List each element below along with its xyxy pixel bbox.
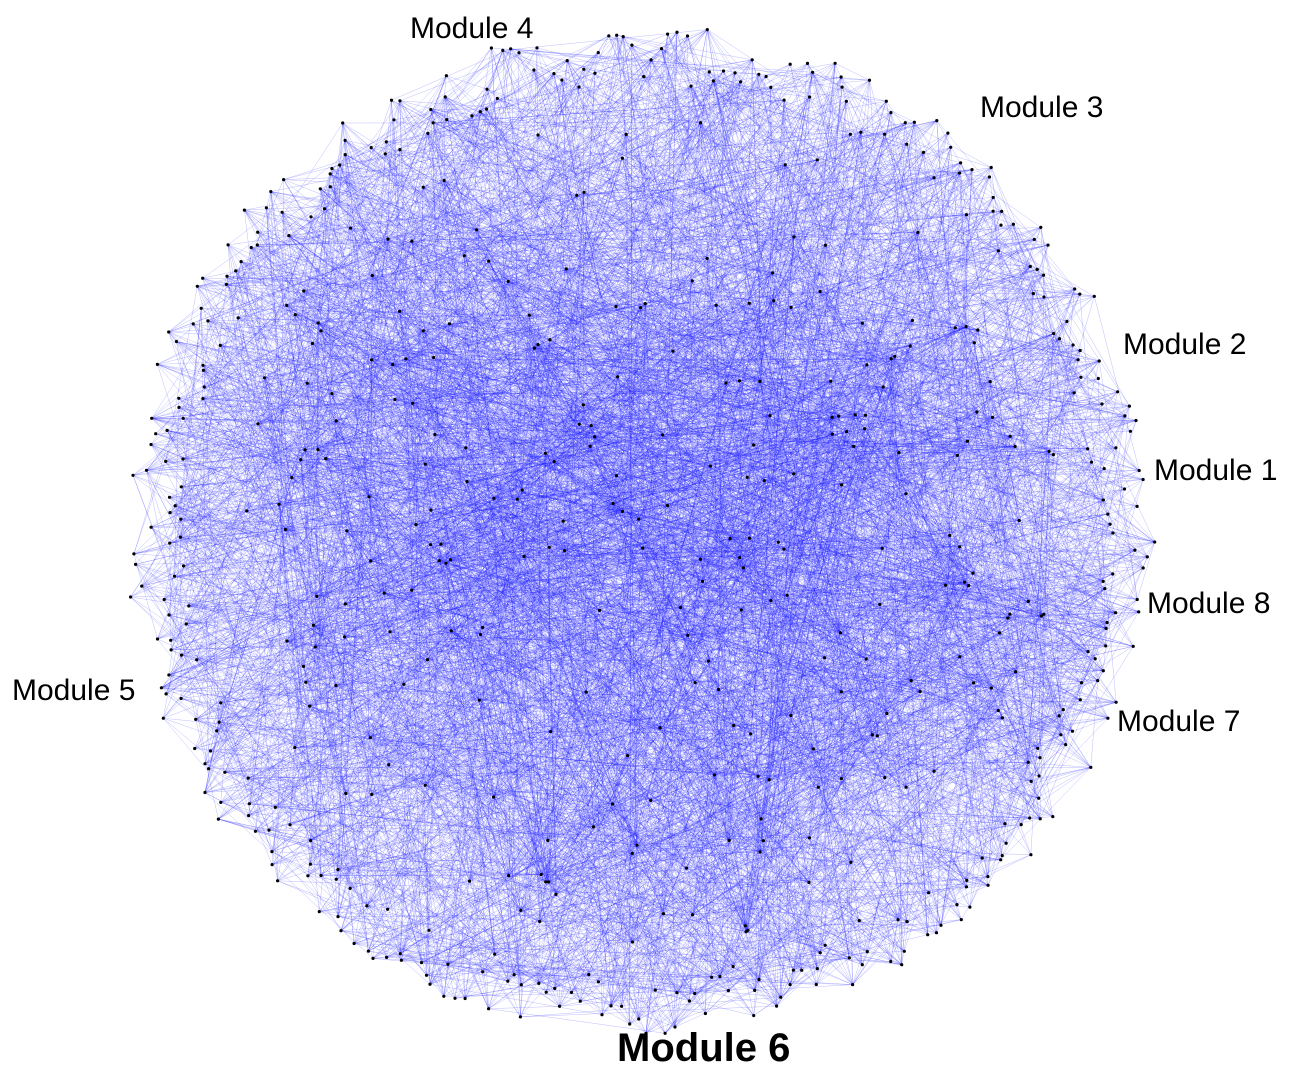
- edge-bundle: [130, 29, 1155, 1034]
- module-label-7: Module 7: [1117, 705, 1241, 738]
- network-edges: [130, 29, 1155, 1034]
- module-label-6: Module 6: [617, 1026, 791, 1070]
- module-label-3: Module 3: [980, 91, 1104, 124]
- module-label-4: Module 4: [410, 12, 534, 45]
- module-label-2: Module 2: [1123, 328, 1247, 361]
- module-label-8: Module 8: [1147, 587, 1271, 620]
- module-label-1: Module 1: [1154, 454, 1278, 487]
- module-label-5: Module 5: [12, 674, 136, 707]
